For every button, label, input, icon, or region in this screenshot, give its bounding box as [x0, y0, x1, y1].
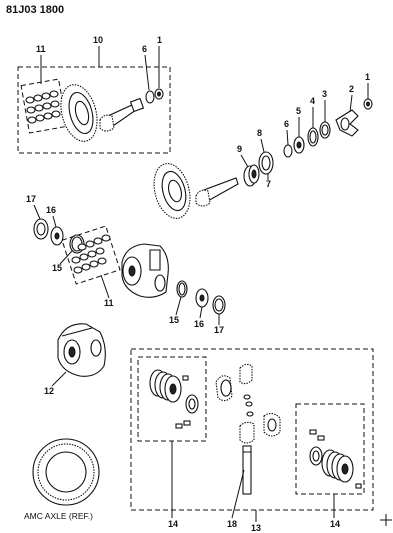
kit-13-dashed-box — [130, 348, 374, 511]
pinion-mate-gear-icon — [239, 421, 255, 444]
kit-14-right-box — [295, 403, 365, 495]
pinion-gear-icon — [99, 97, 145, 132]
crop-mark-icon — [380, 514, 392, 526]
shim-pack-icon — [61, 225, 121, 285]
amc-axle-ref-label: AMC AXLE (REF.) — [24, 511, 93, 521]
callout-14-left: 14 — [168, 519, 178, 529]
callout-17-left: 17 — [26, 194, 36, 204]
differential-case-group: 17 16 15 11 15 16 17 — [26, 194, 226, 335]
callout-13: 13 — [251, 523, 261, 533]
callout-18: 18 — [227, 519, 237, 529]
callout-6-right: 6 — [284, 119, 289, 129]
callout-11-top: 11 — [36, 44, 46, 54]
shim-pack-icon — [20, 78, 68, 134]
kit-10-dashed-box — [17, 66, 171, 154]
callout-1-right: 1 — [365, 72, 370, 82]
callout-16-left: 16 — [46, 205, 56, 215]
diagram-code: 81J03 1800 — [6, 4, 64, 16]
pinion-shaft-icon — [242, 445, 252, 495]
spider-gear-kit-group: 14 18 13 14 — [130, 348, 374, 533]
callout-17-right: 17 — [214, 325, 224, 335]
pinion-mate-gear-icon — [239, 363, 253, 385]
oil-slinger-icon — [145, 90, 155, 104]
callout-5: 5 — [296, 106, 301, 116]
oil-slinger-icon — [283, 144, 293, 158]
callout-16-right: 16 — [194, 319, 204, 329]
clutch-pack-icon — [309, 429, 362, 489]
callout-2: 2 — [349, 84, 354, 94]
pinion-assembly: 1 2 3 4 5 6 8 9 7 — [153, 72, 373, 219]
ring-gear-icon — [153, 163, 191, 219]
callout-1-top: 1 — [157, 35, 162, 45]
pinion-bearing-icon — [243, 164, 260, 187]
callout-8: 8 — [257, 128, 262, 138]
callout-15-right: 15 — [169, 315, 179, 325]
callout-6-top: 6 — [142, 44, 147, 54]
ring-gear-icon — [60, 84, 98, 142]
callout-14-right: 14 — [330, 519, 340, 529]
callout-10: 10 — [93, 35, 103, 45]
clutch-pack-icon — [149, 369, 199, 429]
side-gear-icon — [215, 363, 281, 444]
callout-3: 3 — [322, 89, 327, 99]
differential-assembly-12: 12 — [44, 323, 106, 396]
differential-case-icon — [121, 243, 169, 298]
callout-4: 4 — [310, 96, 315, 106]
amc-axle-reference-icon — [32, 438, 100, 506]
callout-7: 7 — [266, 179, 271, 189]
callout-9: 9 — [237, 144, 242, 154]
callout-11-mid: 11 — [104, 298, 114, 308]
callout-12: 12 — [44, 386, 54, 396]
callout-15-left: 15 — [52, 263, 62, 273]
pinion-gear-icon — [195, 177, 239, 207]
ring-pinion-kit-group: 11 10 6 1 — [17, 35, 171, 154]
companion-flange-yoke-icon — [335, 109, 359, 137]
